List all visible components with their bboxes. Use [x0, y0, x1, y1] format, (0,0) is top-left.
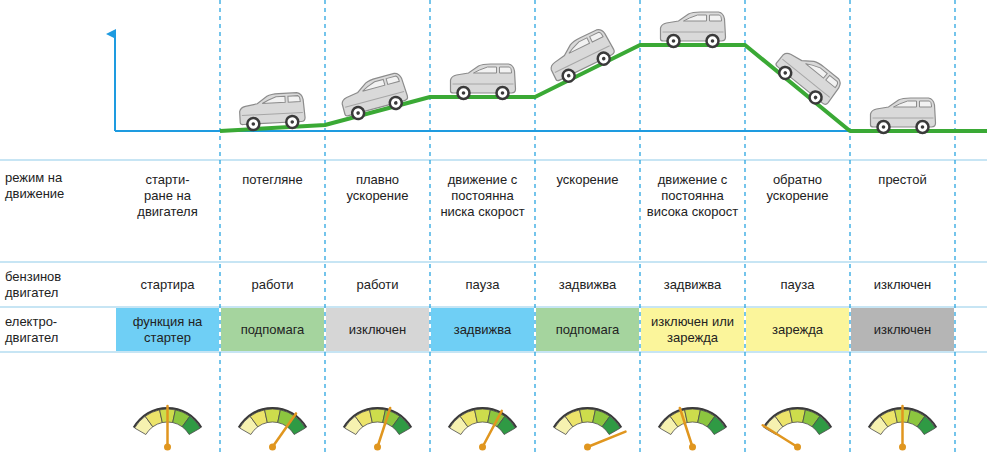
motor-state-text: изключен	[349, 322, 406, 338]
row-header: електро- двигател	[5, 307, 105, 352]
mode-cell: старти- ране на двигателя	[132, 160, 204, 262]
engine-cell: задвижва	[539, 262, 636, 307]
motor-state-box: изключен	[851, 308, 954, 351]
motor-state-text: изключен или зарежда	[647, 314, 739, 346]
gauge	[448, 407, 517, 450]
engine-cell: пауза	[749, 262, 846, 307]
motor-state-box: задвижва	[431, 308, 534, 351]
engine-cell: пауза	[434, 262, 531, 307]
motor-state-text: подпомага	[241, 322, 305, 338]
motor-state-box: зарежда	[746, 308, 849, 351]
motor-state-text: функция на стартер	[122, 314, 214, 346]
gauges	[133, 406, 937, 451]
motor-state-text: подпомага	[556, 322, 620, 338]
mode-cell: обратно ускорение	[750, 160, 846, 262]
mode-cell: движение с постоянна ниска скорост	[435, 160, 531, 262]
gauge	[133, 406, 202, 451]
engine-cell: стартира	[119, 262, 216, 307]
motor-state-text: задвижва	[454, 322, 512, 338]
row-header: режим на движение	[5, 160, 105, 262]
motor-state-box: подпомага	[536, 308, 639, 351]
motor-state-box: функция на стартер	[116, 308, 219, 351]
column-dividers	[220, 0, 955, 456]
mode-cell: плавно ускорение	[330, 160, 426, 262]
mode-cell: престой	[855, 160, 951, 262]
mode-cell: потегляне	[225, 160, 321, 262]
engine-cell: работи	[329, 262, 426, 307]
gauge	[658, 407, 727, 450]
engine-cell: работи	[224, 262, 321, 307]
gauge	[553, 407, 626, 450]
gauge	[343, 407, 412, 450]
mode-cell: ускорение	[540, 160, 636, 262]
gauge	[868, 406, 937, 451]
row-header: бензинов двигател	[5, 262, 105, 307]
table-rules	[0, 160, 987, 352]
mode-cell: движение с постоянна висока скорост	[645, 160, 741, 262]
motor-state-text: зарежда	[772, 322, 823, 338]
engine-cell: задвижва	[644, 262, 741, 307]
motor-state-box: изключен или зарежда	[641, 308, 744, 351]
speed-axis	[114, 34, 116, 131]
motor-state-text: изключен	[874, 322, 931, 338]
gauge	[238, 407, 307, 450]
motor-state-box: изключен	[326, 308, 429, 351]
engine-cell: изключен	[854, 262, 951, 307]
cars	[239, 12, 936, 133]
gauge	[763, 407, 832, 450]
motor-state-box: подпомага	[221, 308, 324, 351]
